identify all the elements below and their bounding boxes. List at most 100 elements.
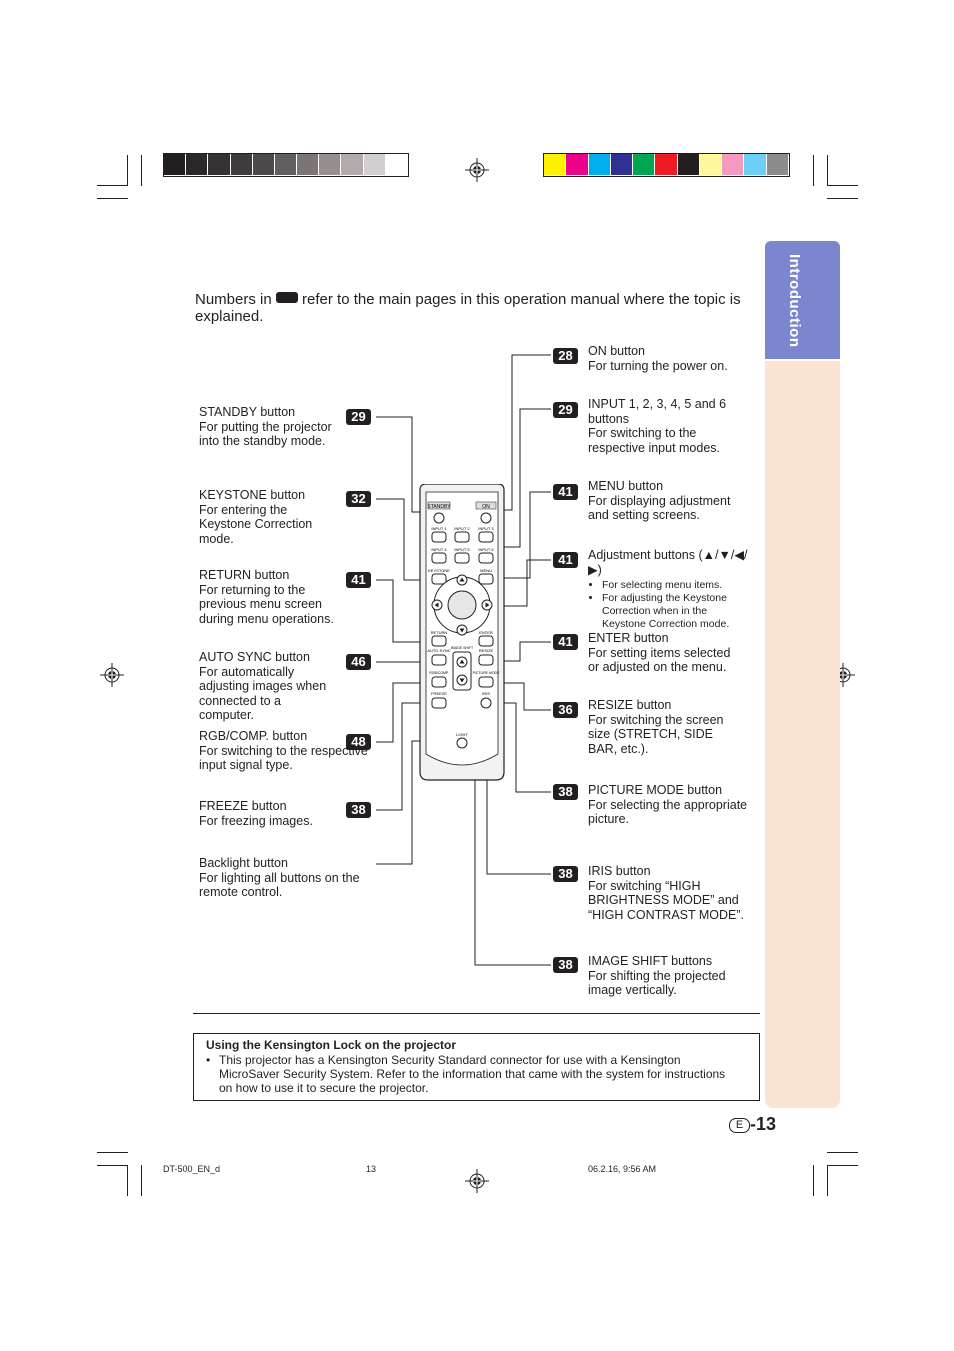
intro-before: Numbers in [195,291,272,308]
crop-mark [97,1152,128,1153]
rgb-comp-text: For switching to the respective input si… [199,743,368,773]
color-swatch [633,154,655,175]
crop-mark [827,185,858,186]
freeze-desc: FREEZE button For freezing images. [199,799,339,828]
iris-title: IRIS button [588,864,651,878]
input-text: For switching to the respective input mo… [588,426,721,455]
remote-keystone-label: KEYSTONE [428,568,450,573]
note-text: This projector has a Kensington Security… [219,1053,726,1095]
iris-desc: IRIS button For switching “HIGH BRIGHTNE… [588,864,753,922]
color-swatch [722,154,744,175]
crop-mark [141,155,142,186]
adjustment-bullets: For selecting menu items. For adjusting … [588,579,748,631]
page-badge: 28 [553,348,578,364]
crop-mark [141,1165,142,1196]
remote-menu-label: MENU [480,568,492,573]
image-shift-desc: IMAGE SHIFT buttons For shifting the pro… [588,954,743,998]
keystone-title: KEYSTONE button [199,488,306,502]
color-swatch [588,154,610,175]
picture-mode-text: For selecting the appropriate picture. [588,797,748,827]
page-badge: 38 [553,957,578,973]
remote-input2-label: INPUT 2 [454,526,470,531]
keystone-text: For entering the Keystone Correction mod… [199,502,313,546]
color-bar [543,153,790,177]
adjustment-title: Adjustment buttons (▲/▼/◀/▶) [588,548,748,577]
color-swatch [385,154,407,175]
section-tab-label: Introduction [786,254,803,348]
adjustment-bullet: For selecting menu items. [602,579,748,592]
crop-mark [813,155,814,186]
remote-light-label: LIGHT [456,732,468,737]
color-swatch [544,154,566,175]
iris-text: For switching “HIGH BRIGHTNESS MODE” and… [588,878,745,922]
freeze-text: For freezing images. [199,813,313,828]
auto-sync-text: For automatically adjusting images when … [199,664,327,723]
on-desc: ON button For turning the power on. [588,344,748,373]
color-swatch [252,154,274,175]
remote-input4-label: INPUT 4 [431,547,447,552]
color-swatch [766,154,788,175]
return-title: RETURN button [199,568,290,582]
section-tab-body [765,361,840,1108]
menu-title: MENU button [588,479,664,493]
enter-desc: ENTER button For setting items selected … [588,631,743,675]
backlight-title: Backlight button [199,856,288,870]
on-title: ON button [588,344,645,358]
kensington-note: Using the Kensington Lock on the project… [193,1033,760,1101]
remote-auto-sync-label: AUTO SYNC [427,648,450,653]
crop-mark [827,198,858,199]
page-badge: 38 [553,784,578,800]
color-swatch [208,154,230,175]
auto-sync-desc: AUTO SYNC button For automatically adjus… [199,650,334,723]
page-number-value: -13 [750,1114,777,1134]
page-badge-icon [275,292,298,303]
picture-mode-desc: PICTURE MODE button For selecting the ap… [588,783,758,827]
remote-control: STANDBY ON INPUT 1 INPUT 2 INPUT 3 INPUT… [419,484,505,781]
standby-title: STANDBY button [199,405,296,419]
color-swatch [341,154,363,175]
adjustment-bullet: For adjusting the Keystone Correction wh… [602,592,748,631]
enter-text: For setting items selected or adjusted o… [588,645,731,675]
freeze-title: FREEZE button [199,799,287,813]
page-badge: 41 [553,552,578,568]
crop-mark [97,198,128,199]
color-swatch [610,154,633,175]
remote-input5-label: INPUT 5 [454,547,470,552]
page-badge: 38 [346,802,371,818]
color-swatch [677,154,699,175]
crop-mark [827,1165,858,1166]
intro-after: refer to the main pages in this operatio… [195,291,741,325]
registration-mark [100,663,124,687]
resize-desc: RESIZE button For switching the screen s… [588,698,738,756]
return-text: For returning to the previous menu scree… [199,582,334,626]
color-swatch [699,154,722,175]
page-badge: 32 [346,491,371,507]
backlight-desc: Backlight button For lighting all button… [199,856,374,900]
page-badge: 29 [553,402,578,418]
remote-on-label: ON [482,504,490,510]
adjustment-desc: Adjustment buttons (▲/▼/◀/▶) For selecti… [588,548,748,631]
page-badge: 48 [346,734,371,750]
auto-sync-title: AUTO SYNC button [199,650,310,664]
footer-file: DT-500_EN_d [163,1164,221,1174]
page-badge: 29 [346,409,371,425]
footer-date: 06.2.16, 9:56 AM [588,1164,657,1174]
page-number: E-13 [729,1114,776,1135]
page-badge: 41 [553,484,578,500]
registration-mark [465,158,489,182]
enter-title: ENTER button [588,631,669,645]
intro-text: Numbers in refer to the main pages in th… [195,291,763,325]
backlight-text: For lighting all buttons on the remote c… [199,870,360,900]
remote-input1-label: INPUT 1 [431,526,447,531]
crop-mark [97,1165,128,1166]
page-badge: 46 [346,654,371,670]
remote-input3-label: INPUT 3 [478,526,494,531]
remote-return-label: RETURN [431,630,448,635]
color-swatch [744,154,766,175]
remote-freeze-label: FREEZE [431,691,447,696]
color-swatch [164,154,186,175]
rgb-comp-desc: RGB/COMP. button For switching to the re… [199,729,369,773]
rgb-comp-title: RGB/COMP. button [199,729,308,743]
section-tab [765,241,840,359]
page-badge: 36 [553,702,578,718]
